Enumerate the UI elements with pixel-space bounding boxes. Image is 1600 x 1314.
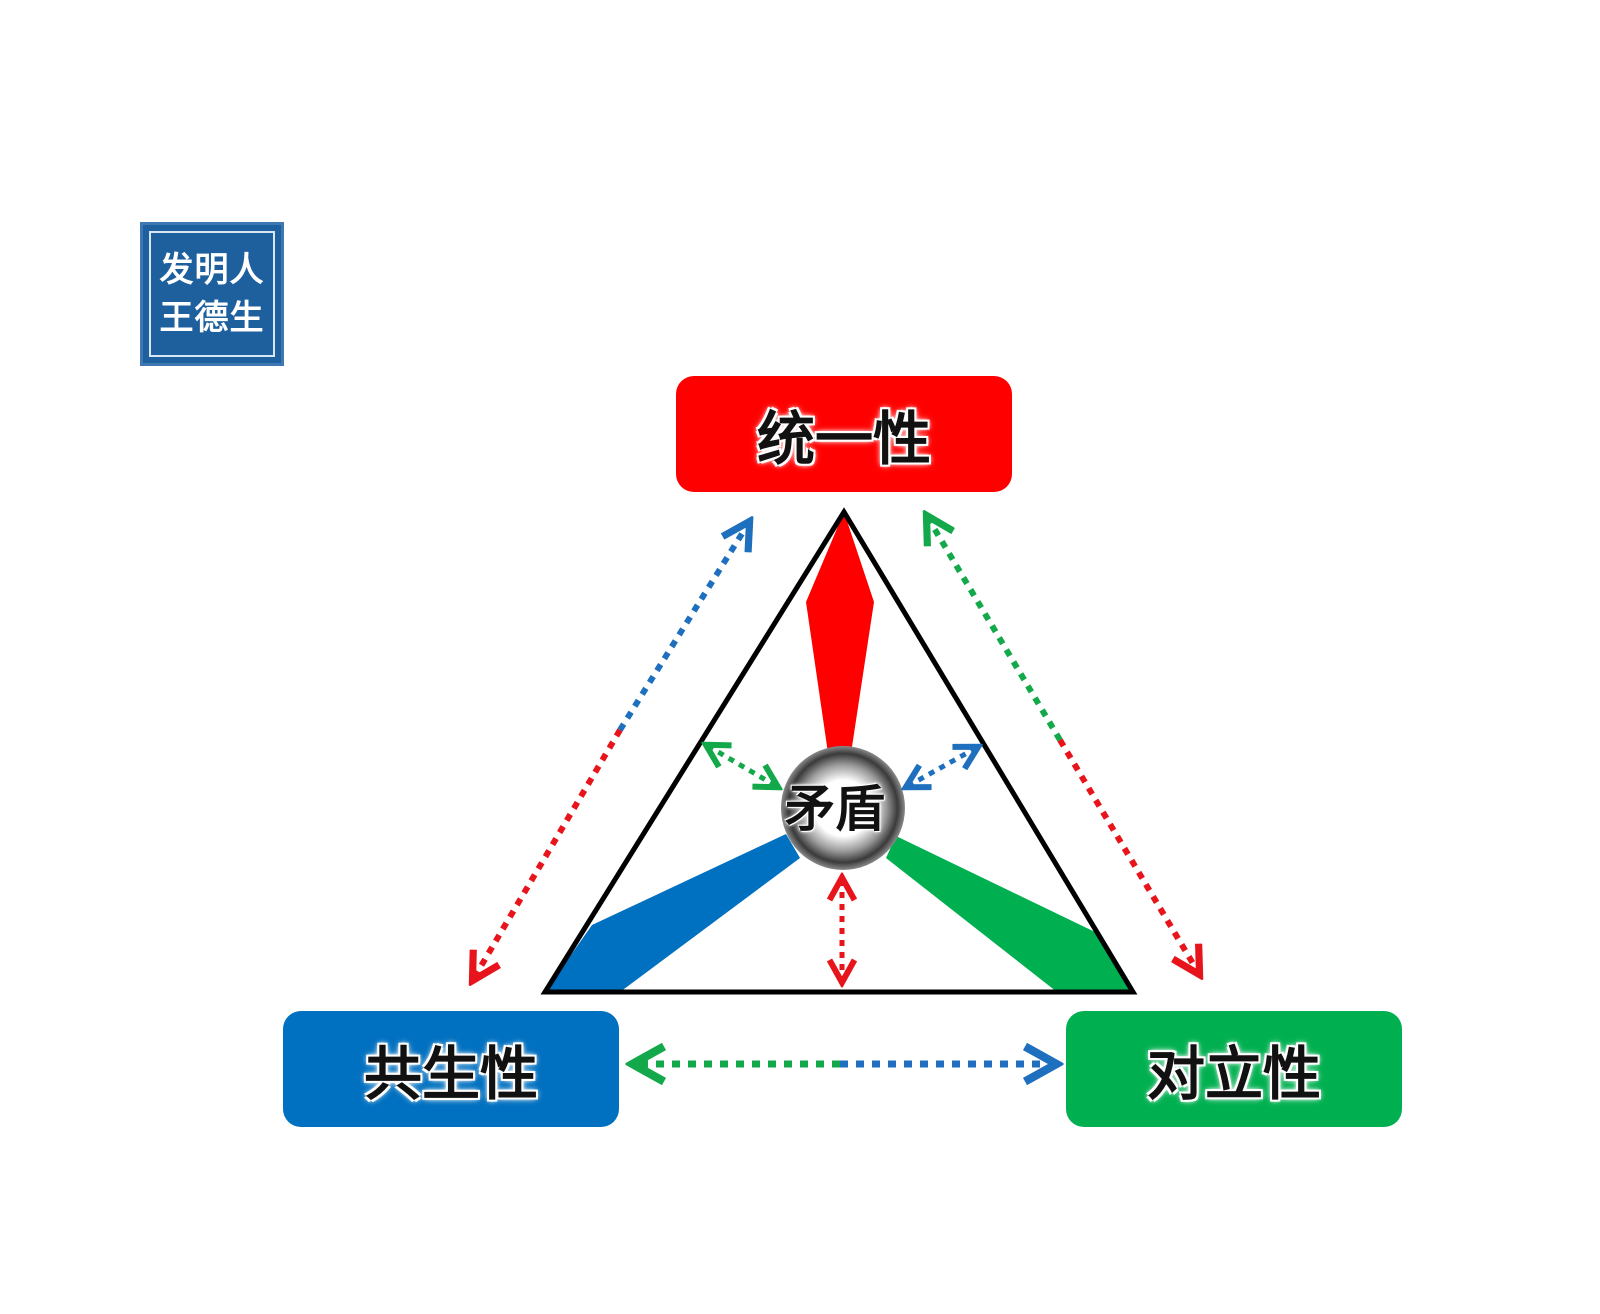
node-unity: 统一性 bbox=[676, 376, 1012, 492]
arrow-left-edge-blue bbox=[617, 524, 748, 732]
center-sphere bbox=[781, 746, 905, 870]
arrow-left-edge-red bbox=[474, 728, 623, 978]
inventor-stamp: 发明人 王德生 bbox=[140, 222, 284, 366]
node-symbiosis-label: 共生性 bbox=[363, 1040, 538, 1108]
node-opposition: 对立性 bbox=[1066, 1011, 1402, 1127]
blue-wedge bbox=[545, 834, 800, 992]
node-symbiosis: 共生性 bbox=[283, 1011, 619, 1127]
center-label: 矛盾 bbox=[785, 780, 885, 838]
stamp-frame: 发明人 王德生 bbox=[149, 231, 275, 357]
arrow-inner-blue bbox=[908, 748, 976, 786]
stamp-line-2: 王德生 bbox=[159, 298, 265, 338]
red-wedge bbox=[806, 512, 874, 760]
green-wedge bbox=[886, 836, 1133, 992]
arrow-inner-green bbox=[708, 746, 776, 786]
arrow-right-edge-green bbox=[928, 518, 1063, 742]
node-unity-label: 统一性 bbox=[756, 405, 931, 473]
main-triangle bbox=[540, 507, 1138, 995]
stamp-line-1: 发明人 bbox=[159, 250, 265, 290]
arrow-right-edge-red bbox=[1057, 738, 1198, 972]
node-opposition-label: 对立性 bbox=[1146, 1040, 1321, 1108]
